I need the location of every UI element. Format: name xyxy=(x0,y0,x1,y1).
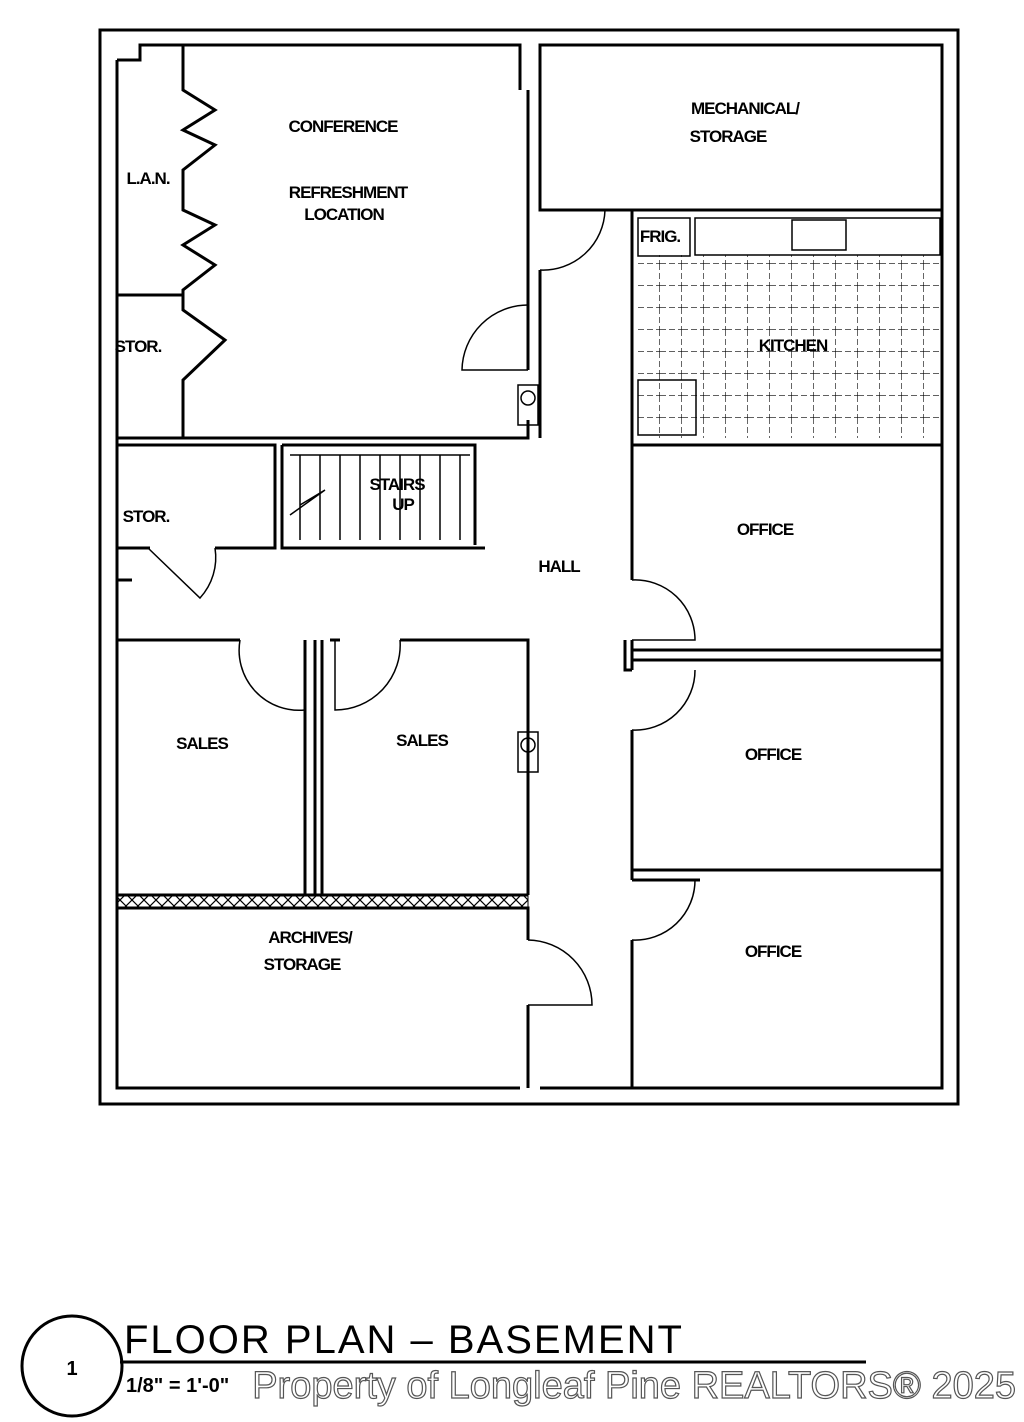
label-lan: L.A.N. xyxy=(126,169,169,188)
room-labels: CONFERENCE REFRESHMENT LOCATION L.A.N. S… xyxy=(115,99,829,974)
label-mech-storage: STORAGE xyxy=(690,127,767,146)
archive-hatch xyxy=(116,894,529,909)
counter xyxy=(694,217,941,256)
label-stor-mid: STOR. xyxy=(123,507,170,526)
label-office-3: OFFICE xyxy=(745,942,802,961)
label-office-2: OFFICE xyxy=(745,745,802,764)
label-hall: HALL xyxy=(538,557,580,576)
label-archives: ARCHIVES/ xyxy=(268,928,353,947)
drawing-number-circle xyxy=(20,1314,124,1418)
doors xyxy=(147,209,696,1006)
sink-icon xyxy=(791,219,847,251)
outer-border xyxy=(98,28,960,1106)
watermark: Property of Longleaf Pine REALTORS® 2025 xyxy=(252,1365,1016,1407)
drawing-number: 1 xyxy=(66,1358,77,1380)
label-stairs: STAIRS xyxy=(369,475,425,494)
range xyxy=(637,379,697,436)
label-sales-1: SALES xyxy=(176,734,228,753)
label-stor-top: STOR. xyxy=(115,337,162,356)
label-kitchen: KITCHEN xyxy=(759,336,828,355)
fridge xyxy=(637,217,691,257)
label-office-1: OFFICE xyxy=(737,520,794,539)
label-sales-2: SALES xyxy=(396,731,448,750)
title-block: 1 FLOOR PLAN – BASEMENT 1/8" = 1'-0" Pro… xyxy=(20,1314,1017,1418)
drawing-title: FLOOR PLAN – BASEMENT xyxy=(124,1318,684,1362)
label-up: UP xyxy=(392,495,414,514)
label-location: LOCATION xyxy=(304,205,384,224)
kitchen-fixtures xyxy=(637,217,941,438)
label-refreshment: REFRESHMENT xyxy=(289,183,409,202)
stairs xyxy=(289,454,470,540)
walls xyxy=(98,28,960,1106)
drawing-scale: 1/8" = 1'-0" xyxy=(126,1375,229,1397)
label-mechanical: MECHANICAL/ xyxy=(691,99,800,118)
label-conference: CONFERENCE xyxy=(288,117,398,136)
label-archives-storage: STORAGE xyxy=(264,955,341,974)
label-frig: FRIG. xyxy=(640,227,681,246)
